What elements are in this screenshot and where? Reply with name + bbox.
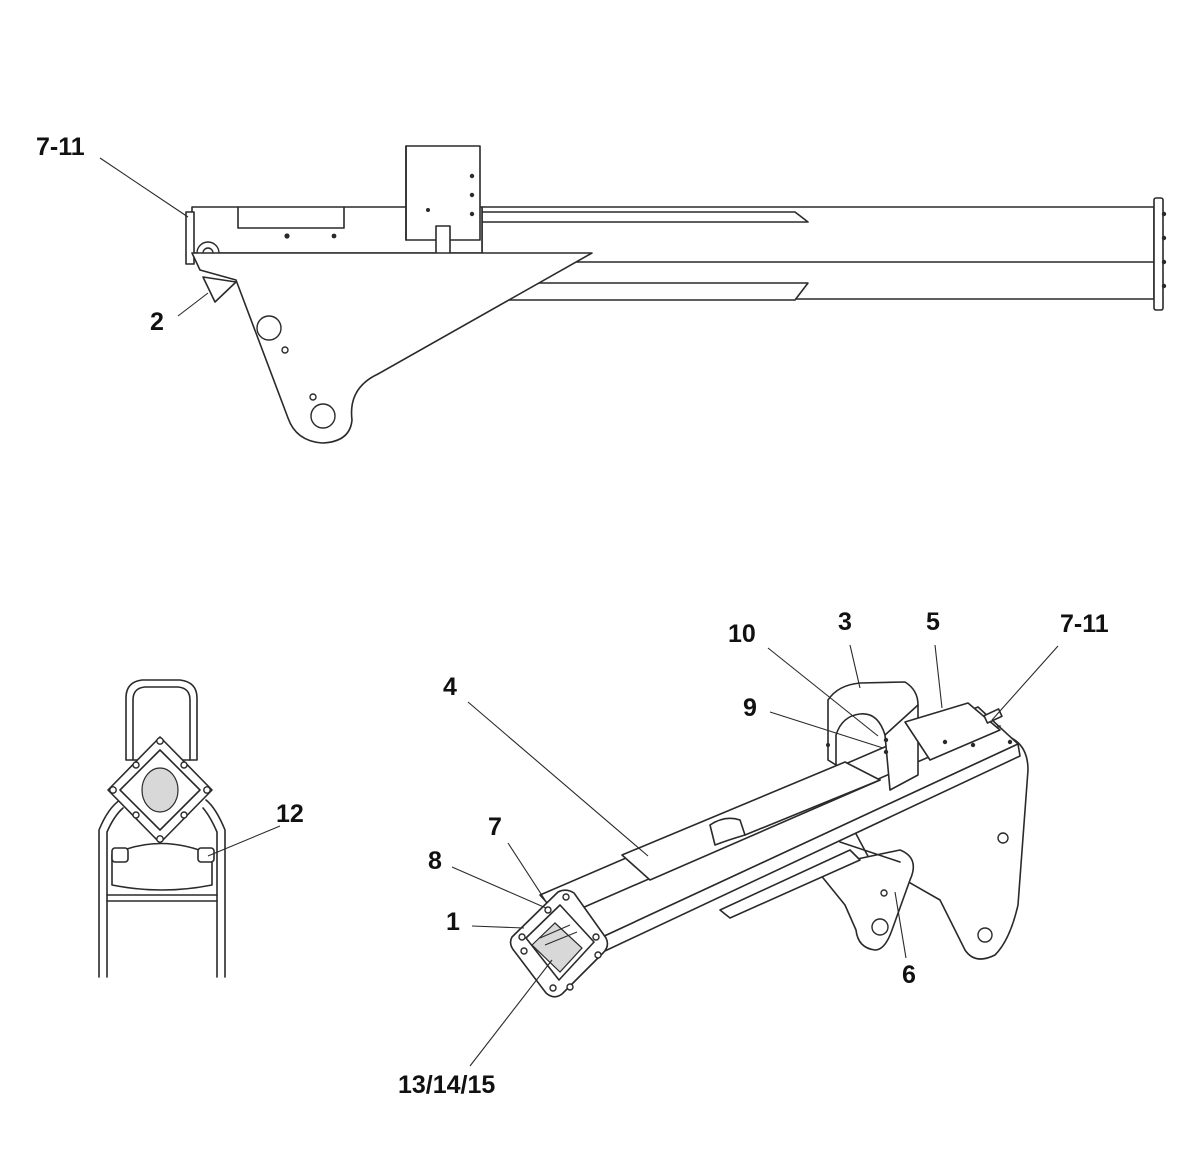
leader-iso-7 bbox=[507, 842, 546, 901]
leader-iso-10 bbox=[767, 647, 879, 737]
callout-iso-7-11: 7-11 bbox=[1060, 610, 1109, 638]
leader-iso-7-11 bbox=[991, 645, 1059, 721]
callout-iso-9: 9 bbox=[743, 694, 757, 722]
callout-iso-1: 1 bbox=[446, 908, 460, 936]
callout-iso-6: 6 bbox=[902, 961, 916, 989]
end-view-drawing bbox=[98, 679, 226, 978]
callout-top-7-11: 7-11 bbox=[36, 133, 85, 161]
side-view-drawing bbox=[185, 145, 1167, 444]
callout-iso-10: 10 bbox=[728, 620, 756, 648]
isometric-view-drawing bbox=[509, 681, 1029, 998]
callout-iso-5: 5 bbox=[926, 608, 940, 636]
leader-iso-8 bbox=[451, 866, 547, 909]
leader-iso-9 bbox=[769, 711, 884, 749]
leader-iso-5 bbox=[934, 644, 943, 709]
leader-top-7-11 bbox=[99, 157, 189, 218]
callout-iso-4: 4 bbox=[443, 673, 457, 701]
leader-iso-3 bbox=[849, 644, 861, 689]
leader-lines bbox=[99, 157, 1059, 1067]
callout-iso-7: 7 bbox=[488, 813, 502, 841]
leader-end-12 bbox=[207, 825, 281, 857]
callout-top-2: 2 bbox=[150, 308, 164, 336]
leader-iso-6 bbox=[894, 891, 907, 959]
leader-iso-13-14-15 bbox=[469, 959, 553, 1067]
leader-iso-4 bbox=[467, 701, 649, 857]
callout-labels: 7-11 2 12 4 10 3 5 7-11 9 7 8 1 6 13/14/… bbox=[36, 133, 1109, 1099]
leader-top-2 bbox=[177, 292, 209, 317]
callout-iso-8: 8 bbox=[428, 847, 442, 875]
callout-iso-13-14-15: 13/14/15 bbox=[398, 1071, 495, 1099]
leader-iso-1 bbox=[471, 925, 525, 929]
callout-end-12: 12 bbox=[276, 800, 304, 828]
callout-iso-3: 3 bbox=[838, 608, 852, 636]
